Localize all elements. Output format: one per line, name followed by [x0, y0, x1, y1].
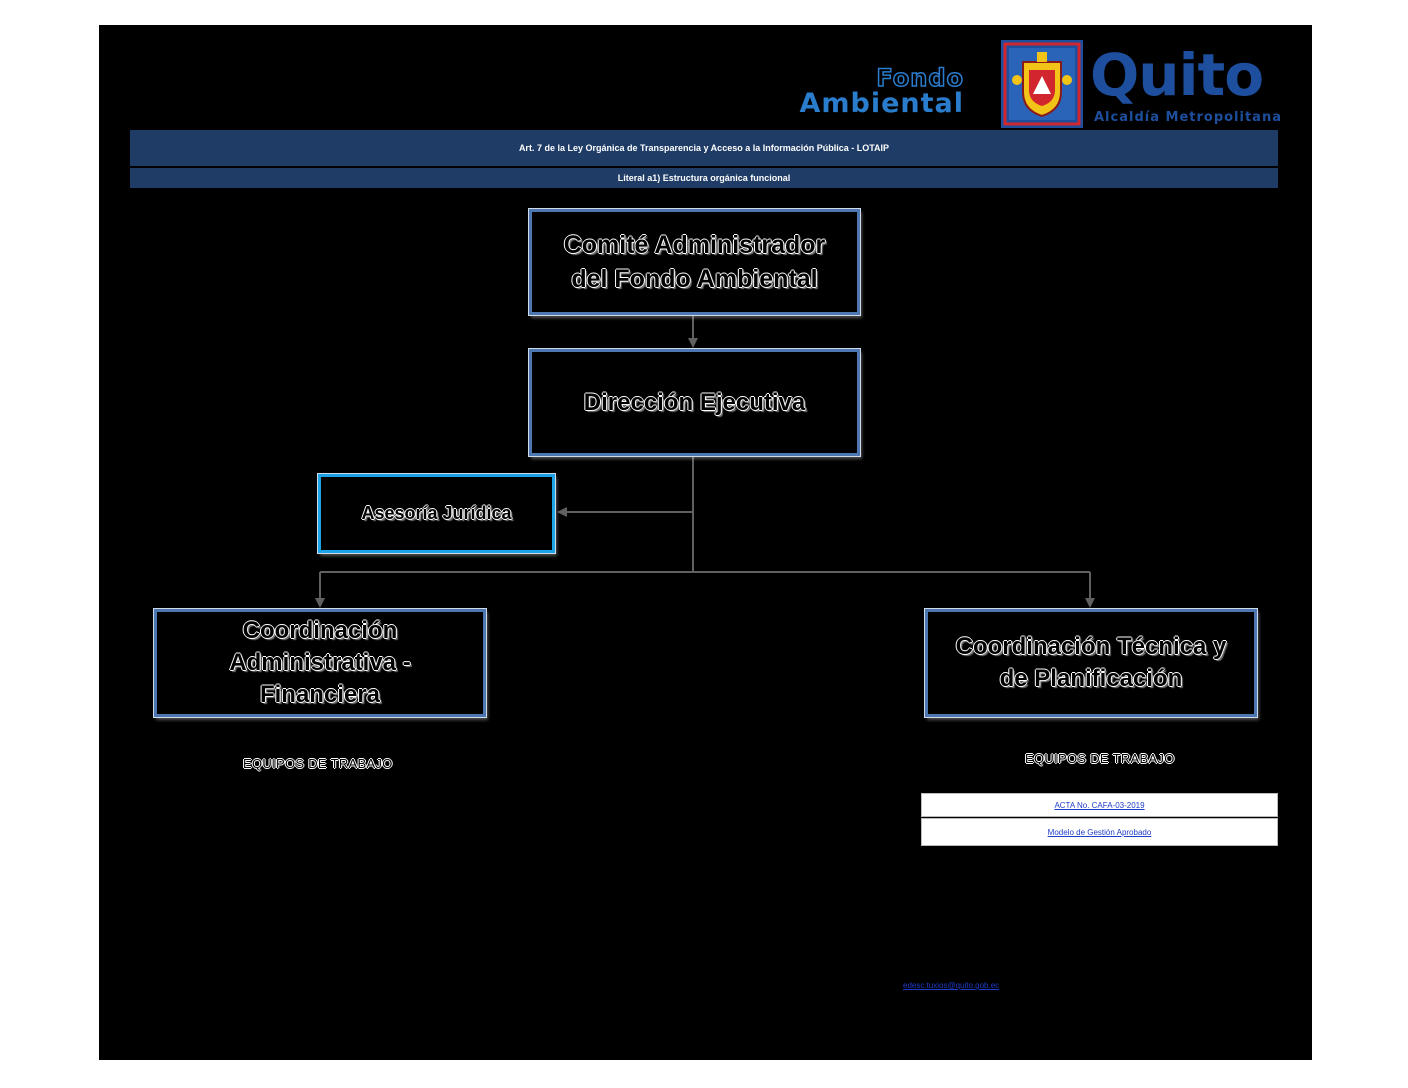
- modelo-gestion-link[interactable]: Modelo de Gestión Aprobado: [1047, 828, 1152, 837]
- fondo-ambiental-logo: Fondo Ambiental: [790, 64, 964, 119]
- node-comite-administrador: Comité Administrador del Fondo Ambiental: [529, 209, 860, 315]
- coord-tec-line1: Coordinación Técnica y: [955, 633, 1227, 660]
- node-asesoria-juridica: Asesoría Jurídica: [318, 474, 555, 553]
- node-direccion-ejecutiva: Dirección Ejecutiva: [529, 349, 860, 456]
- comite-line2: del Fondo Ambiental: [571, 265, 818, 293]
- page-background: [99, 25, 1312, 1060]
- acta-link-box: ACTA No. CAFA-03-2019: [921, 793, 1278, 817]
- equipos-trabajo-left: EQUIPOS DE TRABAJO: [243, 756, 393, 771]
- modelo-link-box: Modelo de Gestión Aprobado: [921, 818, 1278, 846]
- quito-crest-icon: [1001, 40, 1083, 128]
- lotaip-title-band: Art. 7 de la Ley Orgánica de Transparenc…: [130, 130, 1278, 166]
- coord-adm-line3: Financiera: [259, 681, 381, 708]
- equipos-trabajo-right: EQUIPOS DE TRABAJO: [1025, 751, 1175, 766]
- coord-adm-line1: Coordinación: [242, 617, 398, 644]
- quito-logo-text: Quito: [1090, 41, 1264, 109]
- comite-line1: Comité Administrador: [563, 231, 826, 259]
- acta-link[interactable]: ACTA No. CAFA-03-2019: [1054, 801, 1145, 810]
- coord-adm-line2: Administrativa -: [229, 649, 411, 676]
- email-link[interactable]: edesc.tuxios@quito.gob.ec: [903, 981, 1000, 990]
- coord-tec-line2: de Planificación: [999, 665, 1183, 692]
- logo-ambiental-text: Ambiental: [799, 88, 964, 119]
- asesoria-label: Asesoría Jurídica: [361, 503, 512, 523]
- literal-subtitle-band: Literal a1) Estructura orgánica funciona…: [130, 168, 1278, 188]
- direccion-label: Dirección Ejecutiva: [583, 388, 806, 416]
- node-coordinacion-tecnica: Coordinación Técnica y de Planificación: [925, 609, 1257, 717]
- alcaldia-text: Alcaldía Metropolitana: [1094, 110, 1282, 125]
- logo-fondo-text: Fondo: [876, 64, 964, 92]
- node-coordinacion-administrativa: Coordinación Administrativa - Financiera: [154, 609, 486, 717]
